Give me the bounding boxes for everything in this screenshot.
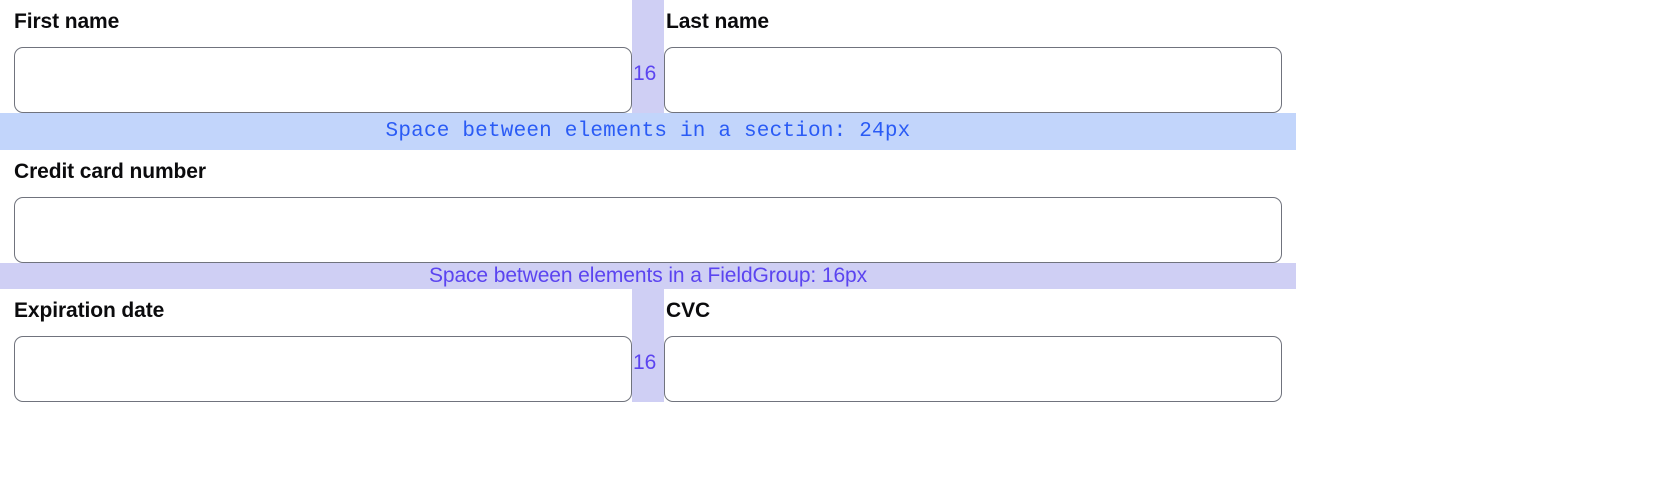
label-last-name: Last name (666, 10, 769, 33)
field-expiration-date: Expiration date (0, 289, 632, 402)
field-credit-card-number: Credit card number (0, 150, 1296, 263)
label-credit-card-number: Credit card number (14, 160, 206, 183)
field-row-expiry: Expiration date 16 CVC (0, 289, 1296, 402)
label-expiration-date: Expiration date (14, 299, 165, 322)
fieldgroup-spacing-band: Space between elements in a FieldGroup: … (0, 263, 1296, 289)
form-spacing-demo: First name 16 Last name Space between el… (0, 0, 1296, 402)
label-first-name: First name (14, 10, 120, 33)
input-credit-card-number[interactable] (14, 197, 1282, 263)
column-gap-marker-expiry-row: 16 (632, 289, 664, 402)
input-first-name[interactable] (14, 47, 632, 113)
column-gap-label: 16 (633, 351, 657, 374)
field-row-name: First name 16 Last name (0, 0, 1296, 113)
field-row-credit-card: Credit card number (0, 150, 1296, 263)
label-cvc: CVC (666, 299, 711, 322)
input-expiration-date[interactable] (14, 336, 632, 402)
field-last-name: Last name (664, 0, 1296, 113)
section-spacing-band: Space between elements in a section: 24p… (0, 113, 1296, 150)
input-last-name[interactable] (664, 47, 1282, 113)
column-gap-marker-name-row: 16 (632, 0, 664, 113)
field-first-name: First name (0, 0, 632, 113)
input-cvc[interactable] (664, 336, 1282, 402)
column-gap-label: 16 (633, 62, 657, 85)
field-cvc: CVC (664, 289, 1296, 402)
